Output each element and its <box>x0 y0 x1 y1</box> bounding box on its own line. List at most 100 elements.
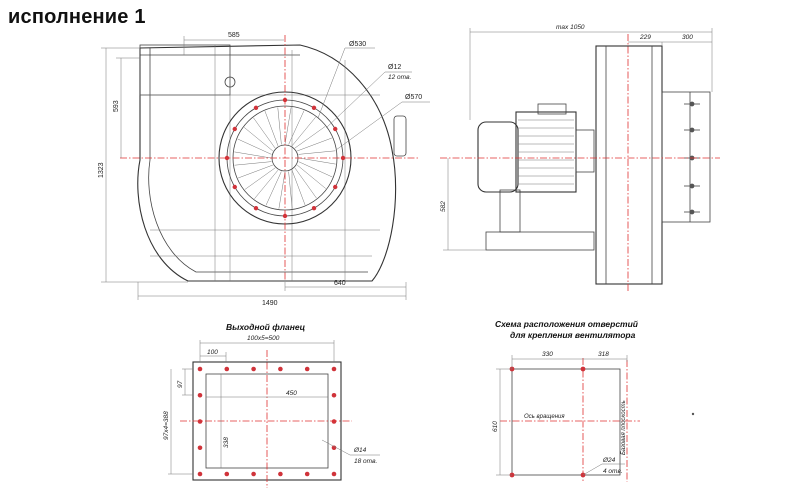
dim-outer-dia: Ø570 <box>405 94 422 101</box>
flange-hole <box>197 445 203 451</box>
dim-flange-338: 338 <box>223 437 230 448</box>
dim-max-length: max 1050 <box>556 24 585 31</box>
impeller-blade <box>264 111 279 146</box>
dim-flange-100: 100 <box>207 349 218 356</box>
inlet-stud-nut <box>689 127 695 133</box>
side-bracket <box>393 115 407 157</box>
dim-bolt-count: 12 отв. <box>388 74 411 81</box>
impeller-blade <box>298 150 336 155</box>
impeller-blade <box>234 151 272 159</box>
impeller-blade <box>294 167 317 199</box>
dim-total-height: 1323 <box>98 162 105 178</box>
impeller-blades <box>234 107 336 209</box>
inlet-flange-side <box>661 91 711 223</box>
motor-cooling-fins <box>518 119 574 185</box>
flange-hole <box>331 366 337 372</box>
dim-mount-318: 318 <box>598 351 609 358</box>
dim-flange-hole-dia: Ø14 <box>353 447 367 454</box>
impeller-blade <box>277 107 282 145</box>
impeller-blade <box>297 137 332 152</box>
flange-hole <box>304 471 310 477</box>
mount-scheme-title-1: Схема расположения отверстий <box>495 319 639 329</box>
inlet-bolt-hole <box>311 105 317 110</box>
mounting-scheme-dimensions: 330 318 610 Ось вращения Базовая плоскос… <box>492 351 627 475</box>
flange-hole <box>331 445 337 451</box>
impeller-blade <box>296 164 326 189</box>
flange-hole <box>331 392 337 398</box>
impeller-blade <box>254 169 279 199</box>
flange-hole <box>331 471 337 477</box>
outlet-flange-title: Выходной фланец <box>226 322 306 332</box>
impeller-blade <box>278 171 286 209</box>
outlet-duct <box>139 44 231 96</box>
dim-flange-97: 97 <box>177 380 184 388</box>
impeller-blade <box>298 161 333 178</box>
dim-mount-330: 330 <box>542 351 553 358</box>
flange-hole <box>197 419 203 424</box>
motor-end-cap <box>477 121 519 193</box>
impeller-blade <box>288 110 305 145</box>
dim-mount-hole-dia: Ø24 <box>602 457 616 464</box>
dim-229: 229 <box>639 34 651 41</box>
scroll-housing-inner <box>148 48 368 273</box>
dim-mount-hole-count: 4 отв. <box>603 468 623 475</box>
impeller-blade <box>291 170 306 205</box>
dim-mount-610: 610 <box>492 421 499 432</box>
impeller-blade <box>294 126 326 149</box>
outlet-flange-drawing: Выходной фланец <box>168 322 380 488</box>
motor-base <box>485 231 595 251</box>
impeller-blade <box>234 161 272 166</box>
inlet-studs <box>684 101 700 215</box>
inlet-bolt-hole <box>311 206 317 211</box>
dim-flange-450: 450 <box>286 390 297 397</box>
inlet-bolt-hole <box>253 206 259 211</box>
inlet-bolt-hole <box>232 126 237 132</box>
terminal-box <box>537 103 567 115</box>
scroll-housing-outline <box>137 44 397 282</box>
flange-hole <box>251 471 256 477</box>
flange-bolt-holes <box>197 366 337 477</box>
flange-hole <box>331 419 337 424</box>
dim-axis-height: 582 <box>440 201 447 212</box>
flange-hole <box>304 366 310 372</box>
dim-300: 300 <box>682 34 693 41</box>
inlet-bolt-hole <box>232 184 237 190</box>
mount-scheme-title-2: для крепления вентилятора <box>510 330 636 340</box>
flange-hole <box>251 366 256 372</box>
dim-left-pitch: 97x4=388 <box>163 411 170 440</box>
impeller-blade <box>244 127 274 152</box>
impeller-blade <box>237 138 272 155</box>
impeller-blade <box>288 171 293 209</box>
front-view-dimensions: 585 593 1323 1490 640 Ø530 Ø12 12 отв. Ø… <box>98 32 422 307</box>
flange-hole <box>197 366 203 372</box>
flange-hole <box>278 471 283 477</box>
dim-top-width: 585 <box>228 32 240 39</box>
inlet-bolt-hole <box>333 126 338 132</box>
dim-total-width: 1490 <box>262 300 278 307</box>
impeller-blade <box>244 167 276 190</box>
rotation-axis-label: Ось вращения <box>524 414 565 420</box>
inlet-bolt-hole <box>253 105 259 110</box>
base-plane-label: Базовая плоскость <box>621 400 627 455</box>
dim-flange-hole-count: 18 отв. <box>354 458 377 465</box>
impeller-blade <box>238 164 273 179</box>
side-view <box>440 28 720 292</box>
impeller-blade <box>298 157 336 165</box>
inlet-stud-nut <box>689 183 695 189</box>
flange-hole <box>197 471 203 477</box>
inlet-stud-nut <box>689 209 695 215</box>
flange-hole <box>197 392 203 398</box>
dim-right-width: 640 <box>334 280 346 287</box>
impeller-blade <box>265 171 282 206</box>
flange-hole <box>224 471 230 477</box>
front-view <box>101 35 430 300</box>
mounting-scheme-drawing: Схема расположения отверстий для креплен… <box>495 319 695 482</box>
inlet-stud-nut <box>689 101 695 107</box>
side-view-dimensions: max 1050 229 300 582 <box>440 24 693 212</box>
drawing-heading: исполнение 1 <box>8 6 146 28</box>
reference-dot <box>691 412 695 416</box>
housing-port <box>224 76 236 88</box>
motor-flange <box>575 129 595 173</box>
motor-pedestal <box>499 189 521 233</box>
inlet-bolt-hole <box>333 184 338 190</box>
